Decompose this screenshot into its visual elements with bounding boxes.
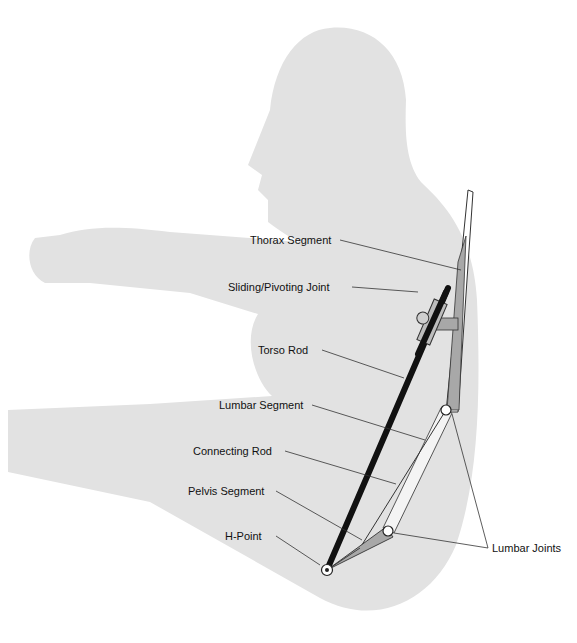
lumbar-segment <box>383 408 452 533</box>
leader-line <box>352 287 418 292</box>
torso-rod-over-joint <box>418 292 446 354</box>
leader-line <box>285 451 396 484</box>
leader-line <box>312 405 425 440</box>
part-label: Torso Rod <box>258 343 308 357</box>
connecting-rod <box>360 410 446 548</box>
h-point-center <box>325 568 329 572</box>
part-label: Thorax Segment <box>250 233 331 247</box>
part-label: Sliding/Pivoting Joint <box>228 280 330 294</box>
body-silhouette <box>8 28 479 611</box>
part-label: Lumbar Joints <box>492 541 561 555</box>
leader-line <box>452 414 488 548</box>
leader-line <box>322 350 404 378</box>
torso-rod <box>327 288 448 570</box>
leader-line <box>394 533 488 548</box>
part-label: Lumbar Segment <box>219 398 303 412</box>
part-label: H-Point <box>225 529 262 543</box>
lumbar-joint <box>383 526 393 536</box>
thorax-segment <box>446 190 473 412</box>
lumbar-joint <box>441 405 451 415</box>
part-label: Connecting Rod <box>193 444 272 458</box>
leader-line <box>276 491 362 540</box>
leader-line <box>276 536 320 565</box>
part-label: Pelvis Segment <box>188 484 264 498</box>
h-point <box>322 565 333 576</box>
leader-line <box>340 240 461 270</box>
